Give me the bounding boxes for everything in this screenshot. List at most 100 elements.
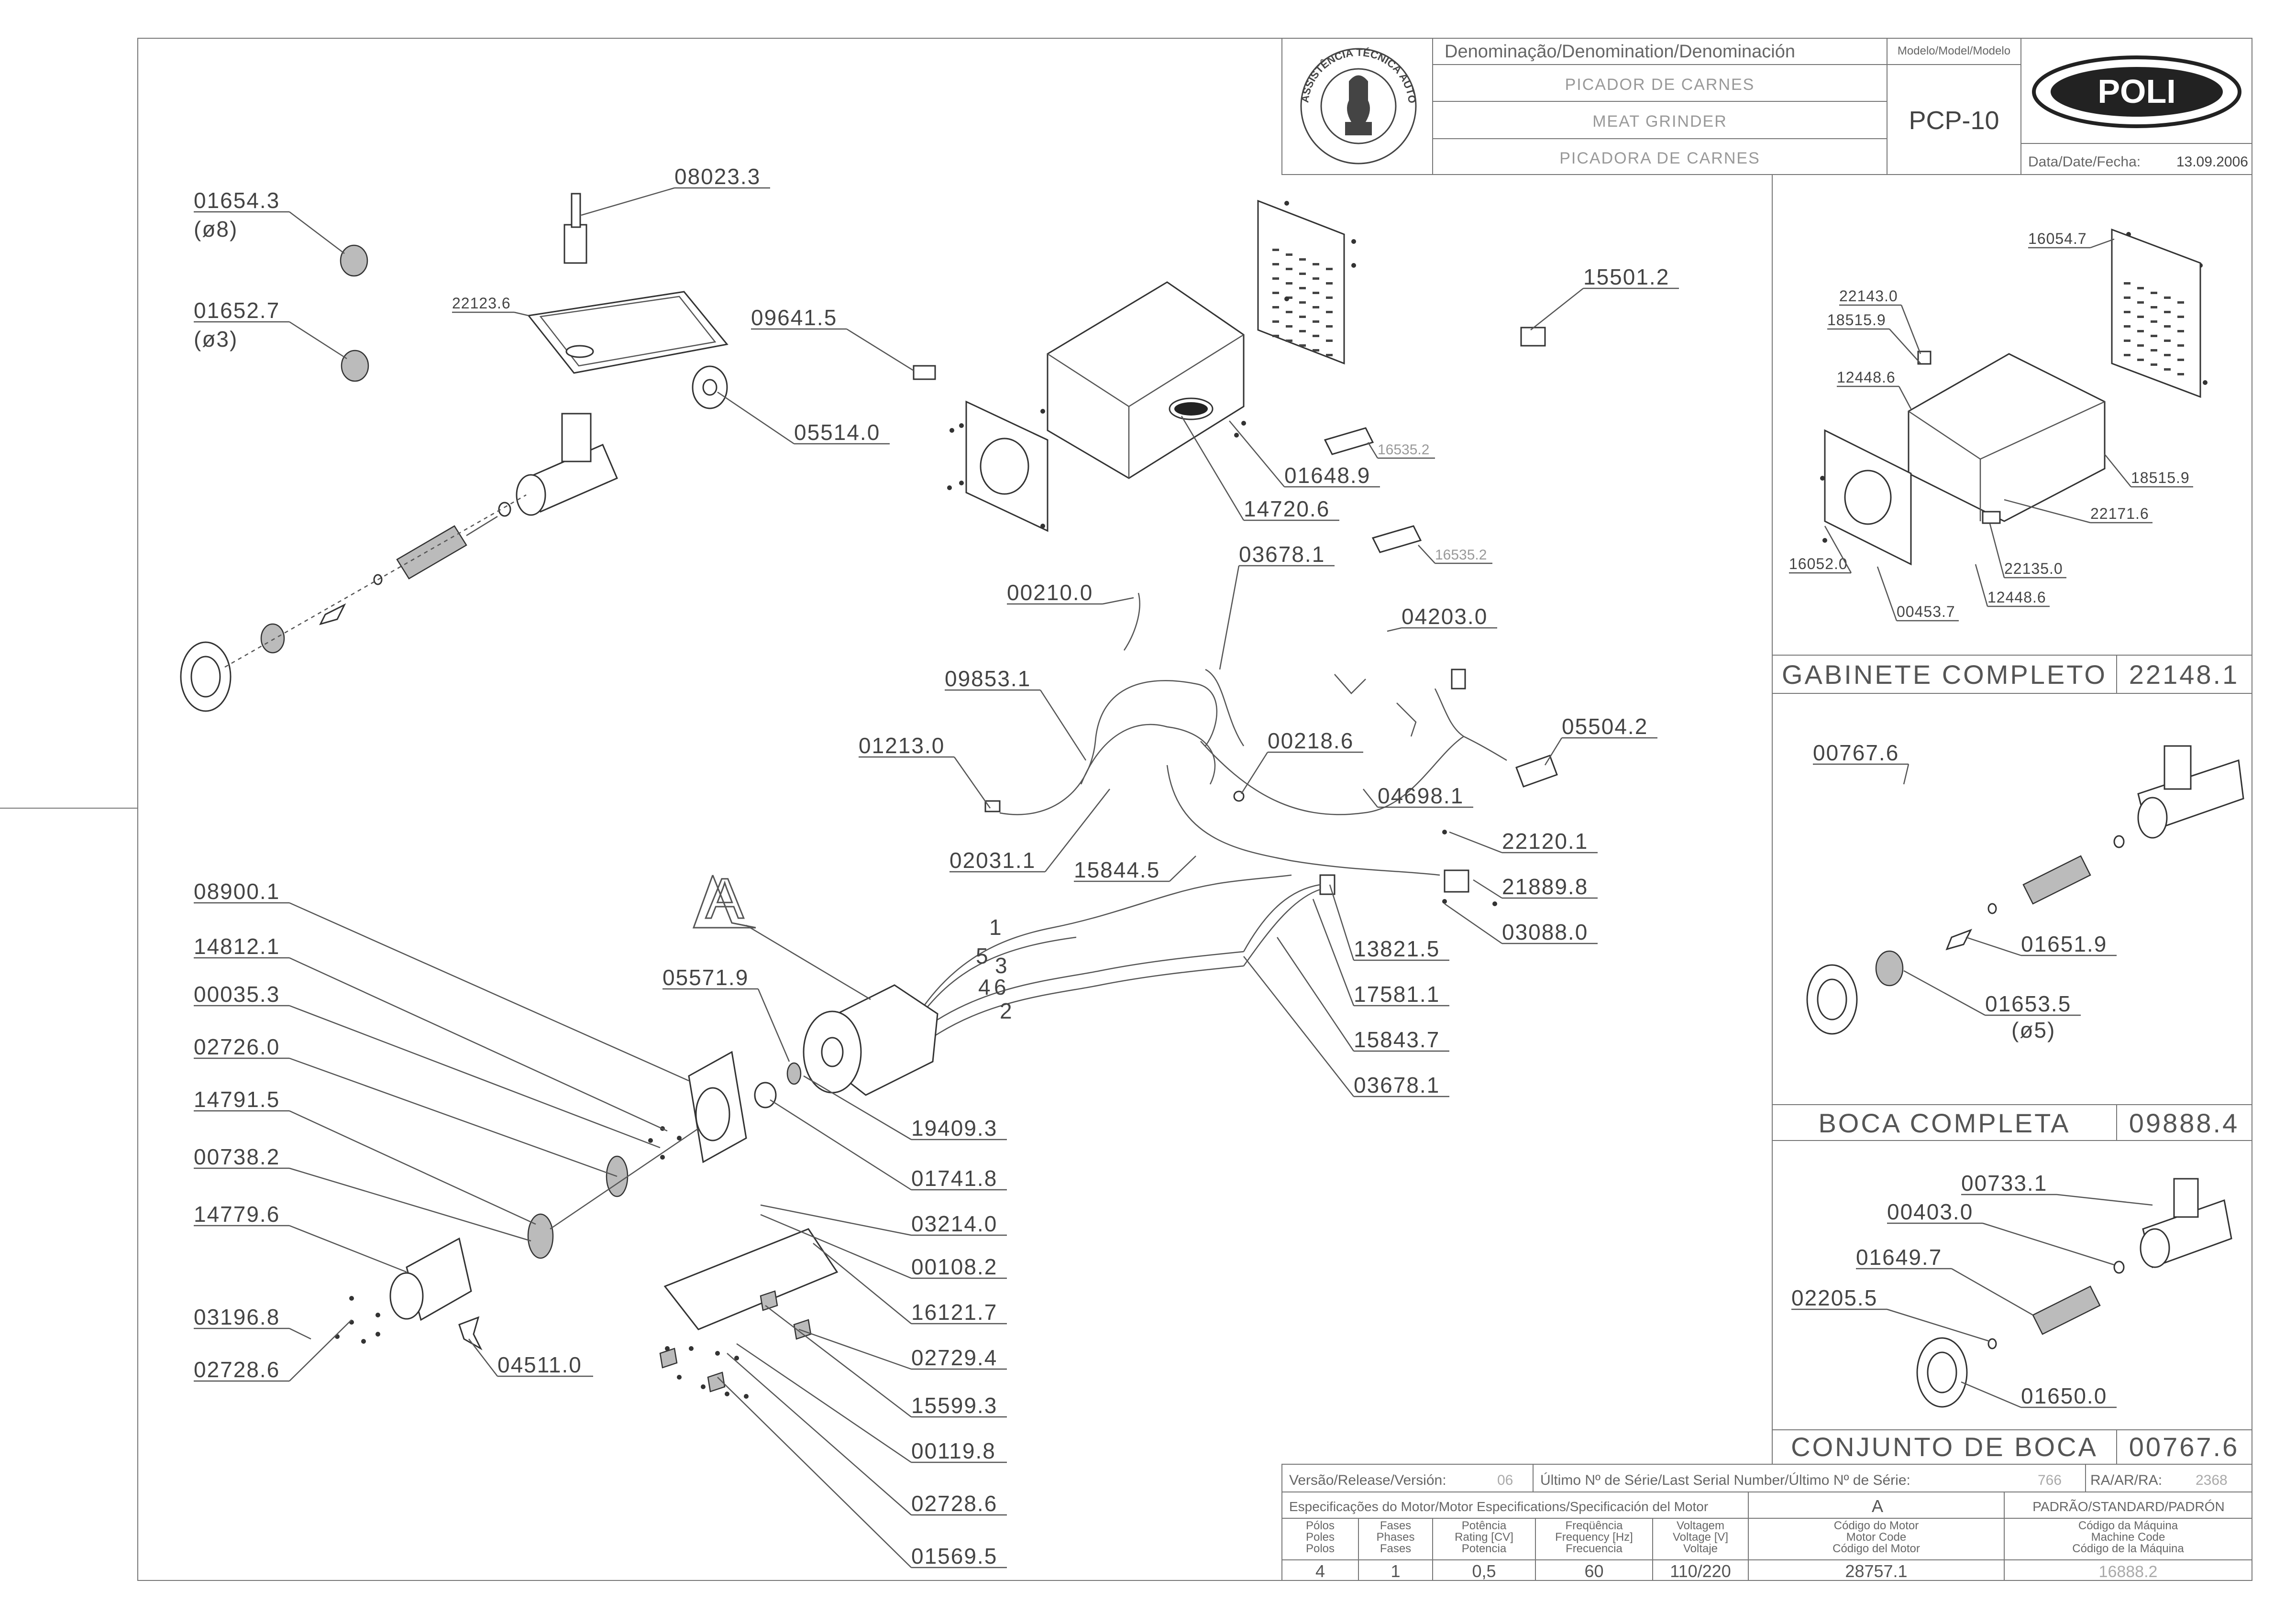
motor-col-header-line: Código del Motor — [1832, 1542, 1920, 1555]
part-callout: 01649.7 — [1856, 1245, 1942, 1270]
callout-leader — [1951, 1268, 2033, 1316]
part-callout: 03088.0 — [1502, 920, 1588, 944]
callout-leader — [1181, 416, 1245, 521]
grille-slot — [2151, 306, 2157, 308]
section-cabinet-title: GABINETE COMPLETO 22148.1 — [1772, 655, 2252, 694]
name-en: MEAT GRINDER — [1592, 112, 1727, 131]
part-callout: 00767.6 — [1813, 740, 1899, 765]
part-callout: 08023.3 — [674, 164, 761, 189]
screw — [1040, 524, 1045, 528]
callout-leader — [727, 1353, 912, 1515]
part-callout: 01654.3 — [194, 188, 280, 213]
part-callout: 00210.0 — [1007, 580, 1093, 605]
callout-leader — [289, 1110, 536, 1225]
grille-slot — [2177, 359, 2184, 361]
part-callout: 18515.9 — [1827, 311, 1886, 329]
grille-slot — [1299, 330, 1306, 332]
callout-leader — [2090, 238, 2115, 249]
motor-col-value: 60 — [1584, 1561, 1603, 1581]
grille-slot — [2151, 292, 2157, 294]
callout-leader — [289, 1167, 531, 1242]
front-panel — [1257, 199, 1345, 365]
callout-diameter: (ø3) — [194, 327, 238, 351]
callout-leader — [2004, 499, 2091, 524]
part-callout: 02726.0 — [194, 1034, 280, 1059]
gear-00738 — [527, 1213, 554, 1259]
grille-slot — [1326, 340, 1333, 342]
grille-slot — [2164, 325, 2171, 328]
knife — [319, 603, 346, 625]
screw — [1284, 296, 1289, 301]
callout-leader — [289, 1327, 311, 1340]
grille-slot — [1286, 340, 1292, 342]
grille-slot — [1272, 292, 1279, 294]
motor-col-header-line: Voltagem — [1677, 1519, 1724, 1532]
part-callout: 01569.5 — [911, 1544, 997, 1568]
base-plate — [663, 1228, 839, 1330]
part-callout: 15843.7 — [1354, 1027, 1440, 1052]
motor-col-header-line: Voltaje — [1683, 1542, 1718, 1555]
wire-number-1: 1 — [989, 915, 1003, 940]
pusher — [563, 224, 587, 264]
grille-slot — [1299, 273, 1306, 275]
motor-col-header-line: Fases — [1380, 1542, 1411, 1555]
section-cabinet-name: GABINETE COMPLETO — [1782, 659, 2107, 690]
part-callout: 09853.1 — [945, 666, 1031, 691]
motor-col-header-line: Voltage [V] — [1673, 1531, 1728, 1544]
callout-leader — [757, 988, 790, 1062]
ra-label: RA/AR/RA: — [2090, 1472, 2162, 1488]
callout-leader — [1418, 545, 1435, 564]
label-16535-a — [1324, 427, 1374, 455]
part-callout: 00403.0 — [1887, 1199, 1973, 1224]
plug-04203 — [1451, 669, 1466, 690]
grille-slot — [1272, 320, 1279, 323]
motor-col-header-line: Código do Motor — [1834, 1519, 1919, 1532]
authorized-service-seal: ASSISTÊNCIA TÉCNICA AUTORIZADA — [0, 0, 1418, 164]
callout-leader — [289, 321, 347, 360]
wire-numbers: 1 5 3 4 6 2 — [976, 915, 1012, 1023]
callout-leader — [1887, 1308, 1990, 1342]
model-value: PCP-10 — [1909, 106, 1999, 135]
grille-slot — [1326, 282, 1333, 285]
callout-leader — [760, 1214, 912, 1279]
grille-slot — [2164, 368, 2171, 371]
grille-slot — [1286, 282, 1292, 285]
callout-diameter: (ø8) — [194, 217, 238, 241]
part-callout: 00108.2 — [911, 1254, 997, 1279]
grille-slot — [1272, 249, 1279, 251]
grille-slot — [2164, 354, 2171, 356]
callout-leader — [1544, 737, 1563, 766]
grille-slot — [2137, 359, 2144, 361]
callout-leader — [1449, 831, 1502, 854]
callout-leader — [1312, 899, 1355, 1006]
part-callout: 04511.0 — [497, 1352, 582, 1377]
callout-leader — [1530, 288, 1584, 330]
callout-leader — [289, 1005, 661, 1149]
motor-col-header-line: Freqüência — [1565, 1519, 1623, 1532]
version-value: 06 — [1497, 1472, 1513, 1488]
part-callout: 02031.1 — [949, 848, 1036, 873]
front-panel-grille — [1272, 249, 1333, 356]
grille-slot — [1313, 277, 1319, 280]
part-callout: 00453.7 — [1897, 603, 1955, 620]
screw — [959, 423, 964, 428]
motor-col-value: 4 — [1315, 1561, 1325, 1581]
callout-leader — [1989, 523, 2005, 578]
cabinet-housing — [1047, 281, 1245, 479]
date-label: Data/Date/Fecha: — [2028, 154, 2141, 170]
callout-leader — [1444, 903, 1502, 944]
denomination-header: Denominação/Denomination/Denominación — [1445, 42, 1795, 62]
screw — [959, 481, 964, 485]
footer-table: Versão/Release/Versión: 06 Último Nº de … — [1281, 1464, 2252, 1581]
motor-col-value: 0,5 — [1472, 1561, 1496, 1581]
grille-slot — [1326, 311, 1333, 313]
screw — [1241, 421, 1246, 426]
serial-value: 766 — [2038, 1472, 2062, 1488]
callout-leader — [803, 1075, 912, 1140]
grille-slot — [2137, 287, 2144, 289]
seal-text: ASSISTÊNCIA TÉCNICA AUTORIZADA — [0, 0, 1418, 104]
screw — [648, 1138, 653, 1143]
part-callout: 22123.6 — [452, 295, 511, 312]
grille-slot — [2137, 301, 2144, 304]
wiring-harness — [917, 592, 1507, 1048]
